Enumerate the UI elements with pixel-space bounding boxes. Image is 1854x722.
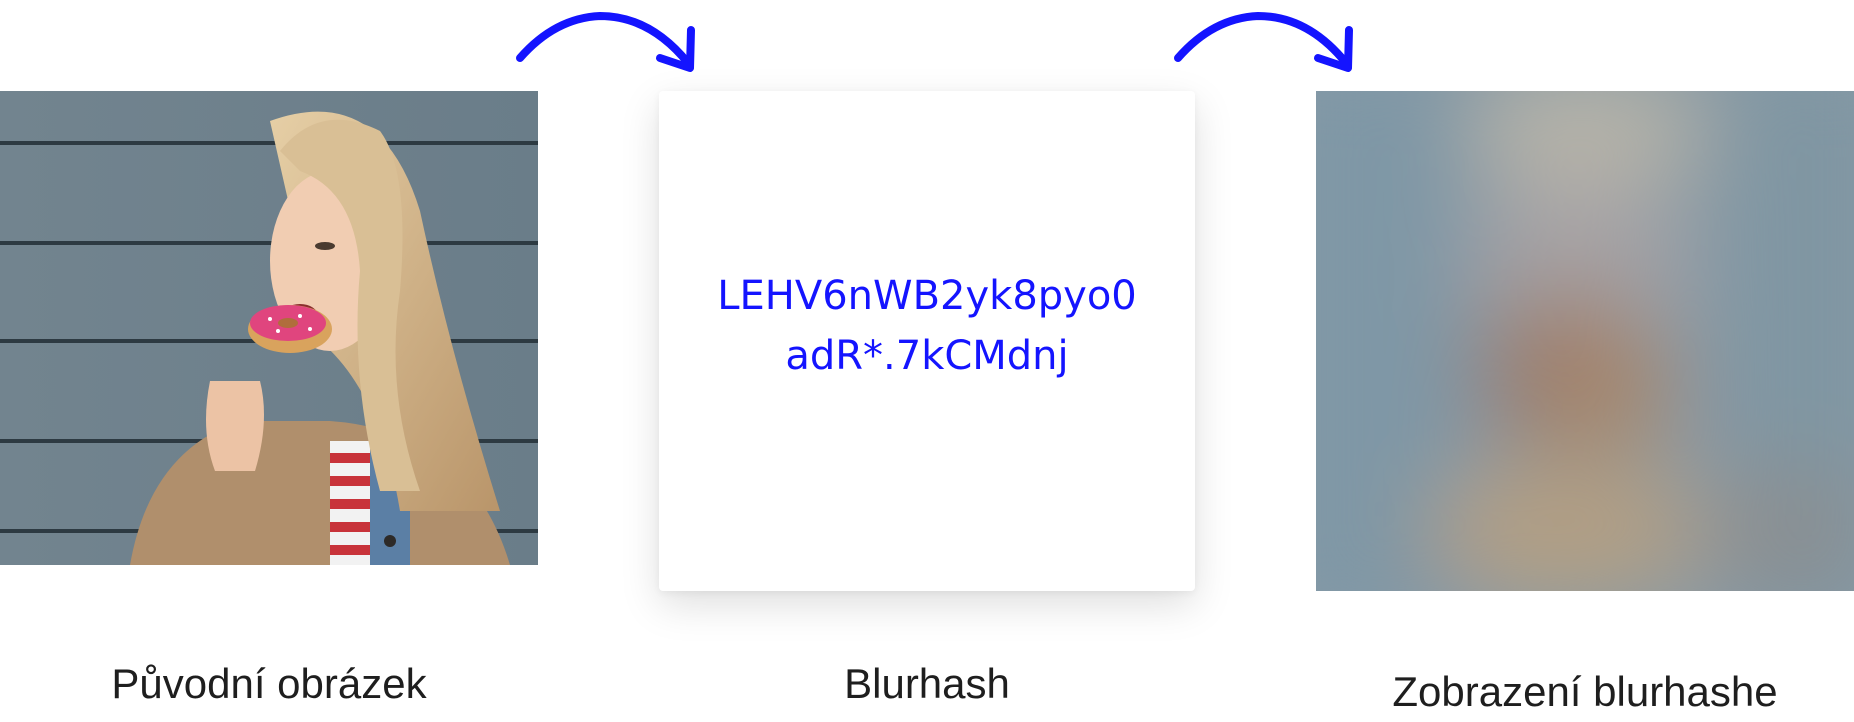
caption-blurhash-preview: Zobrazení blurhashe [1392, 668, 1778, 715]
curved-arrow-1-icon [516, 11, 695, 72]
caption-blurhash: Blurhash [844, 660, 1010, 707]
blurhash-string: LEHV6nWB2yk8pyo0adR*.7kCMdnj [717, 273, 1137, 379]
blurhash-preview-image [1316, 91, 1854, 591]
original-image [0, 91, 538, 565]
blurhash-card: LEHV6nWB2yk8pyo0adR*.7kCMdnj [659, 91, 1195, 591]
curved-arrow-2-icon [1174, 11, 1353, 72]
caption-original-image: Původní obrázek [111, 660, 427, 707]
